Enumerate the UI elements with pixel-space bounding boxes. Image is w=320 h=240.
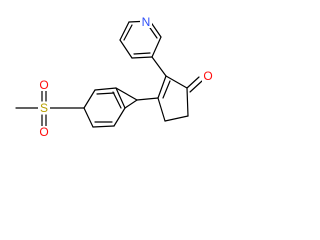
carbonyl-oxygen-label: O xyxy=(203,69,212,83)
bond xyxy=(123,24,133,41)
bond xyxy=(83,107,94,128)
nitrogen-label: N xyxy=(142,15,151,29)
sulfur-label: S xyxy=(40,101,48,115)
bond xyxy=(119,39,133,59)
bond xyxy=(186,76,200,89)
bond xyxy=(162,80,171,99)
bond xyxy=(151,56,167,77)
bond xyxy=(115,87,138,101)
bond xyxy=(151,36,162,58)
bond xyxy=(157,75,167,99)
chemical-structure-diagram: N O S O O xyxy=(15,15,214,139)
bond xyxy=(186,87,189,117)
bond xyxy=(92,125,115,128)
bond xyxy=(131,56,153,59)
label-background xyxy=(140,16,152,28)
bond xyxy=(189,80,203,93)
bond xyxy=(115,87,126,109)
sulfonyl-oxygen-bottom-label: O xyxy=(39,125,48,139)
label-background xyxy=(38,79,50,91)
label-background xyxy=(202,70,214,82)
bond xyxy=(124,99,138,109)
label-background xyxy=(38,102,50,114)
atom-labels: N O S O O xyxy=(38,15,214,139)
bond xyxy=(112,91,122,109)
bond xyxy=(164,115,189,122)
bond xyxy=(157,97,166,122)
phenyl-ring xyxy=(83,87,159,128)
label-background xyxy=(38,126,50,138)
bond xyxy=(136,97,159,101)
cyclopentenone-ring xyxy=(151,56,203,122)
bond xyxy=(133,52,151,55)
bond xyxy=(165,75,188,89)
sulfonyl-oxygen-top-label: O xyxy=(39,78,48,92)
bond xyxy=(94,87,117,91)
bond xyxy=(113,107,126,127)
methylsulfonyl-group xyxy=(15,89,85,127)
bond xyxy=(96,92,115,95)
bond xyxy=(83,89,96,109)
bond xyxy=(119,21,130,41)
